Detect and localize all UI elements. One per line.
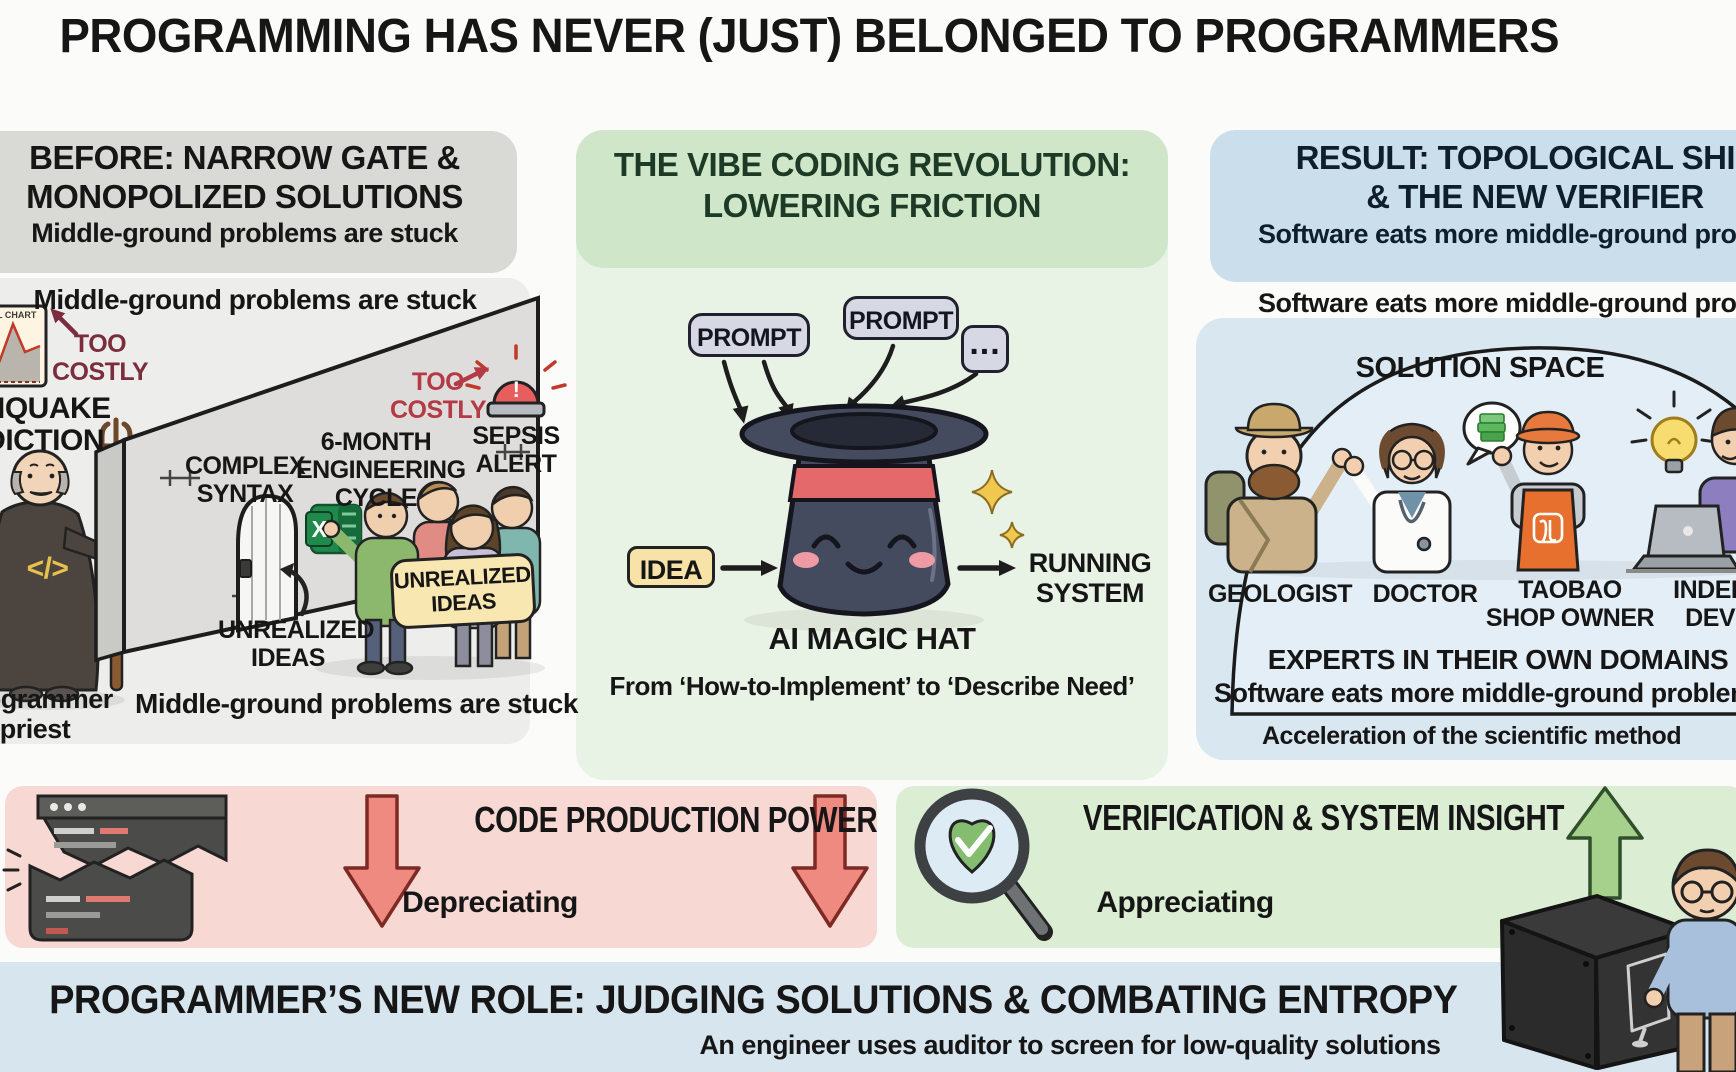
strip-new-role <box>0 962 1736 1072</box>
before-caption-bottom: Middle-ground problems are stuck <box>135 688 578 719</box>
prompt-more-bubble: ... <box>961 325 1009 373</box>
vibe-subtitle: From ‘How-to-Implement’ to ‘Describe Nee… <box>609 671 1135 701</box>
idea-tag: IDEA <box>627 546 715 588</box>
earthquake-label-line1: EARTHQUAKE <box>0 392 111 425</box>
code-production-status: Depreciating <box>402 886 578 919</box>
priest-code-symbol: </> <box>26 552 69 585</box>
before-caption-top: Middle-ground problems are stuck <box>33 284 477 315</box>
engineering-cycle-label: 6-MONTH ENGINEERING CYCLE <box>296 428 466 512</box>
before-heading-line1: BEFORE: NARROW GATE & <box>29 139 460 176</box>
siren-exclamation: ! <box>512 377 520 402</box>
result-heading-line2: & THE NEW VERIFIER <box>1366 178 1704 215</box>
panel-result-heading: RESULT: TOPOLOGICAL SHIFT & THE NEW VERI… <box>1210 138 1736 252</box>
too-costly-chart-label: TOO COSTLY <box>51 330 149 386</box>
role-developer-label: INDEPENDENT DEVELOPER <box>1673 576 1736 632</box>
panel-before-heading: BEFORE: NARROW GATE & MONOPOLIZED SOLUTI… <box>0 138 517 250</box>
result-caption-top: Software eats more middle-ground problem… <box>1257 288 1736 318</box>
code-production-title: CODE PRODUCTION POWER <box>474 799 878 840</box>
earthquake-label-line2: PREDICTION <box>0 424 105 457</box>
panel-before-header <box>0 131 517 273</box>
result-caption-mid: Software eats more middle-ground problem… <box>1214 678 1736 708</box>
panel-vibe-heading: THE VIBE CODING REVOLUTION: LOWERING FRI… <box>576 144 1168 226</box>
unrealized-ideas-door-label: UNREALIZED IDEAS <box>218 616 375 672</box>
excel-letter: X <box>311 516 327 542</box>
result-subheading: Software eats more middle-ground problem… <box>1257 219 1736 249</box>
result-caption-bottom: Acceleration of the scientific method <box>1262 722 1682 750</box>
too-costly-alert-label: TOO COSTLY <box>389 368 487 424</box>
verification-status: Appreciating <box>1096 886 1274 919</box>
priest-caption: Programmer priest <box>0 684 113 745</box>
new-role-title: PROGRAMMER’S NEW ROLE: JUDGING SOLUTIONS… <box>48 978 1458 1022</box>
result-heading-line1: RESULT: TOPOLOGICAL SHIFT <box>1295 139 1736 176</box>
vibe-heading-line2: LOWERING FRICTION <box>703 187 1041 224</box>
prompt-bubble-2: PROMPT <box>843 296 959 340</box>
sepsis-alert-label: SEPSIS ALERT <box>472 422 560 478</box>
experts-caption: EXPERTS IN THEIR OWN DOMAINS <box>1267 644 1729 675</box>
before-subheading: Middle-ground problems are stuck <box>31 218 458 248</box>
vibe-heading-line1: THE VIBE CODING REVOLUTION: <box>613 146 1131 183</box>
hat-caption: AI MAGIC HAT <box>768 621 976 656</box>
chart-label: CAL CHART <box>0 310 37 320</box>
panel-vibe-header <box>576 130 1168 268</box>
role-taobao-label: TAOBAO SHOP OWNER <box>1485 576 1655 632</box>
new-role-subtitle: An engineer uses auditor to screen for l… <box>699 1030 1441 1060</box>
before-heading-line2: MONOPOLIZED SOLUTIONS <box>26 178 463 215</box>
complex-syntax-label: COMPLEX SYNTAX <box>185 452 306 508</box>
verification-title: VERIFICATION & SYSTEM INSIGHT <box>1082 797 1565 838</box>
unrealized-ideas-bubble: UNREALIZED IDEAS <box>389 552 537 630</box>
running-system-label: RUNNING SYSTEM <box>1028 548 1152 609</box>
prompt-bubble-1: PROMPT <box>688 313 810 357</box>
panel-result-header <box>1210 130 1736 282</box>
page-title: PROGRAMMING HAS NEVER (JUST) BELONGED TO… <box>59 10 1560 63</box>
dome-label: SOLUTION SPACE <box>1355 352 1605 384</box>
